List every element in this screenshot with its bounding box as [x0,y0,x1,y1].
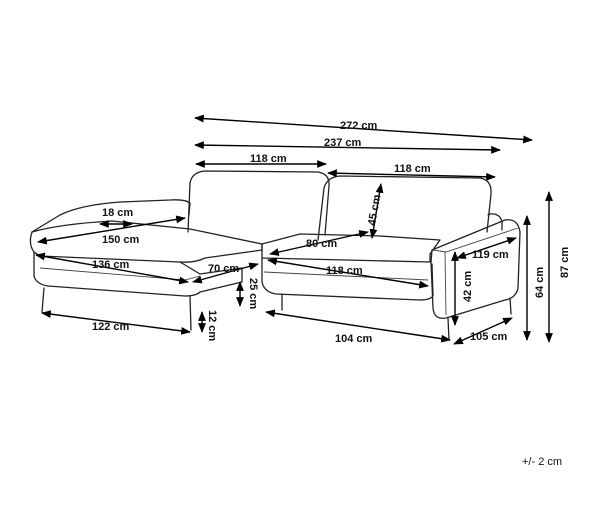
sofa-base [261,257,434,301]
label-seat-height: 64 cm [534,267,546,298]
leg-front-right [447,317,450,341]
label-right-arm-depth: 119 cm [472,249,509,261]
label-sofa-base: 104 cm [335,333,373,345]
dimension-lines [35,114,553,345]
label-total-width: 272 cm [340,120,378,132]
label-base-depth: 105 cm [470,331,508,343]
leg-front-left [41,287,45,313]
label-arm-width: 18 cm [102,207,133,219]
label-chaise-base: 122 cm [92,321,130,333]
leg-front-middle [189,295,192,331]
label-total-height: 87 cm [559,247,571,278]
chaise-seat-cushion [29,220,263,263]
right-armrest [430,219,521,319]
label-chaise-length: 136 cm [92,259,130,271]
label-sofa-seat-width: 118 cm [326,265,363,277]
sofa-seat-cushion [261,233,441,263]
label-seat-side-height: 42 cm [462,271,474,302]
label-chaise-length-top: 150 cm [102,234,140,246]
label-cushion-height: 25 cm [247,278,259,309]
right-back-stub [487,213,503,231]
sofa-drawing [29,170,521,341]
chaise-arm [31,199,191,233]
leg-back-right [509,297,512,315]
right-back-cushion [317,175,492,241]
label-seat-depth: 80 cm [306,238,337,250]
label-chaise-width: 70 cm [208,263,239,275]
tolerance-note: +/- 2 cm [522,456,562,468]
label-back-right: 118 cm [394,163,431,175]
label-back-height: 45 cm [366,194,383,227]
dimension-labels: 272 cm 237 cm 118 cm 118 cm 45 cm 18 cm … [92,120,571,468]
left-back-cushion [187,170,330,236]
label-leg-height: 12 cm [206,310,218,341]
label-inner-width: 237 cm [324,137,362,149]
label-back-left: 118 cm [250,153,287,165]
